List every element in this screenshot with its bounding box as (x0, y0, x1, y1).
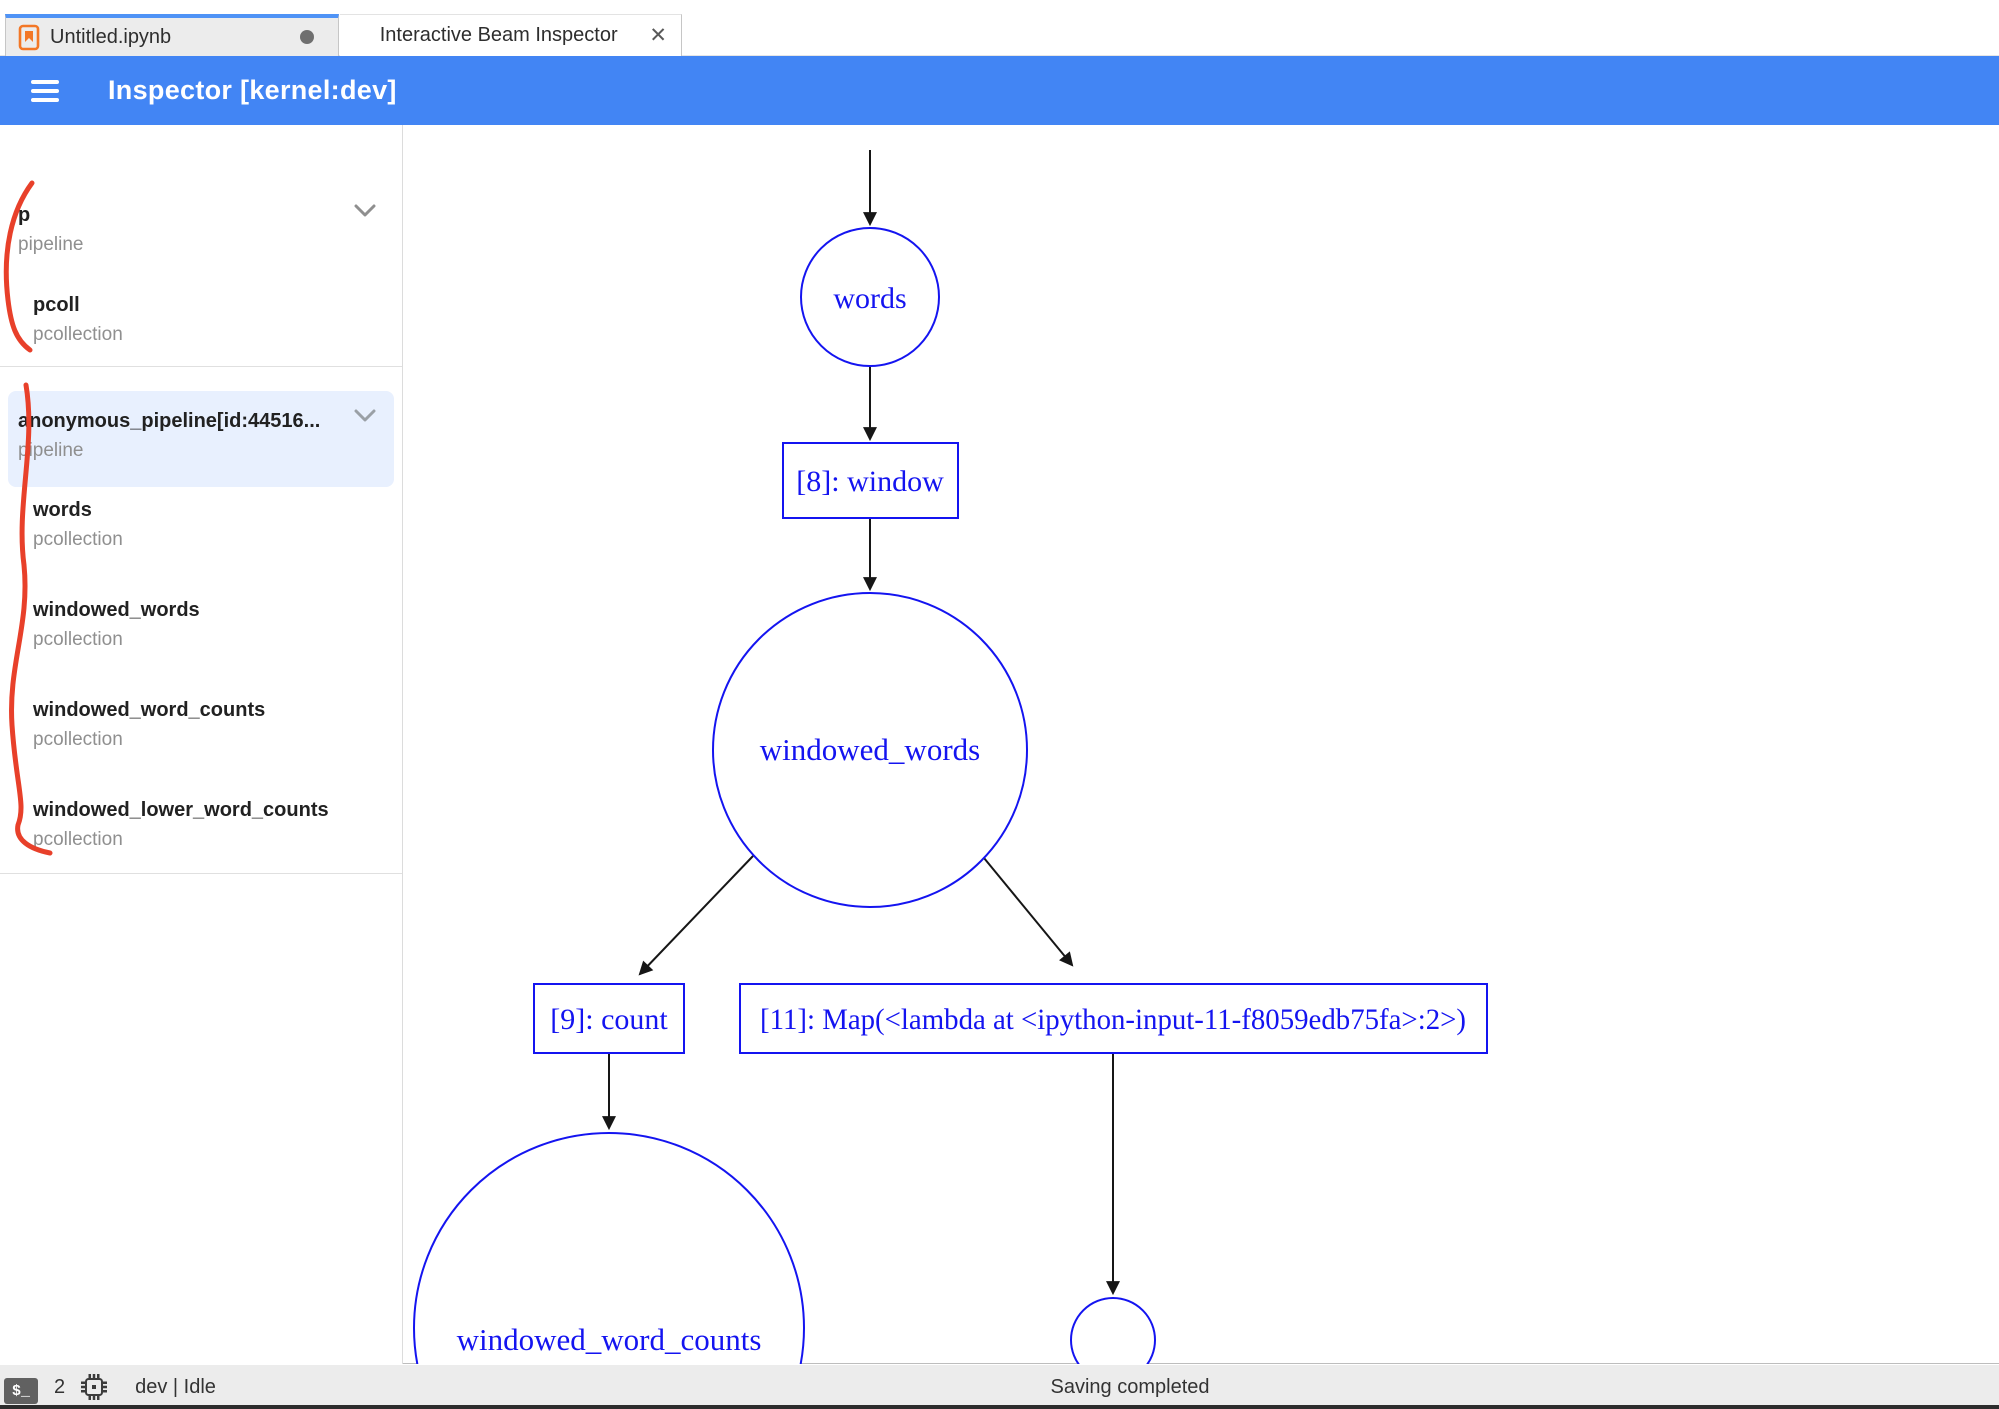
save-status-message: Saving completed (1050, 1375, 1210, 1398)
sidebar-item-type: pipeline (18, 440, 84, 461)
chevron-down-icon[interactable] (354, 409, 376, 423)
close-icon[interactable]: ✕ (649, 24, 667, 47)
sidebar-item-type: pipeline (18, 234, 84, 255)
sidebar-item-label: pcoll (33, 294, 80, 316)
sidebar-item-windowed-lower-word-counts[interactable]: windowed_lower_word_counts pcollection (0, 795, 402, 855)
node-windowed-words-label: windowed_words (760, 732, 980, 767)
pipeline-group-p: p pipeline pcoll pcollection (0, 125, 402, 367)
sidebar-item-windowed-words[interactable]: windowed_words pcollection (0, 595, 402, 655)
kernel-icon[interactable] (79, 1372, 109, 1402)
hamburger-menu-icon[interactable] (22, 71, 68, 111)
main-area: p pipeline pcoll pcollection anonymous_p… (0, 125, 1999, 1364)
node-words-label: words (833, 282, 906, 315)
pipeline-sidebar: p pipeline pcoll pcollection anonymous_p… (0, 125, 403, 1364)
kernel-status[interactable]: dev | Idle (135, 1375, 216, 1398)
node-windowed-word-counts-label: windowed_word_counts (457, 1322, 762, 1357)
sidebar-item-label: words (33, 499, 92, 521)
sidebar-item-p[interactable]: p pipeline (0, 200, 402, 260)
tab-bar: Untitled.ipynb Interactive Beam Inspecto… (0, 0, 1999, 56)
inspector-appbar: Inspector [kernel:dev] (0, 56, 1999, 125)
sidebar-item-type: pcollection (33, 829, 123, 850)
window-bottom-edge (0, 1405, 1999, 1409)
node-unnamed-pcollection[interactable] (1070, 1297, 1156, 1364)
sidebar-item-type: pcollection (33, 324, 123, 345)
terminal-count: 2 (54, 1375, 66, 1398)
sidebar-item-type: pcollection (33, 529, 123, 550)
notebook-icon (18, 24, 40, 50)
sidebar-item-label: anonymous_pipeline[id:44516... (18, 410, 321, 432)
node-window-transform-label: [8]: window (796, 465, 944, 498)
tab-notebook[interactable]: Untitled.ipynb (5, 14, 339, 56)
node-windowed-words[interactable] (712, 592, 1028, 908)
sidebar-item-windowed-word-counts[interactable]: windowed_word_counts pcollection (0, 695, 402, 755)
chevron-down-icon[interactable] (354, 204, 376, 218)
edge-to-map (983, 857, 1074, 967)
sidebar-item-type: pcollection (33, 729, 123, 750)
sidebar-item-words[interactable]: words pcollection (0, 495, 402, 555)
terminal-icon[interactable]: $_ (4, 1378, 38, 1404)
unsaved-dot-icon (300, 30, 314, 44)
node-count-transform[interactable] (533, 983, 685, 1054)
sidebar-item-pcoll[interactable]: pcoll pcollection (0, 290, 402, 350)
sidebar-item-label: windowed_words (33, 599, 200, 621)
node-words[interactable] (800, 227, 940, 367)
node-map-transform-label: [11]: Map(<lambda at <ipython-input-11-f… (760, 1003, 1466, 1036)
sidebar-item-label: windowed_word_counts (33, 699, 266, 721)
sidebar-item-anonymous-pipeline[interactable]: anonymous_pipeline[id:44516... pipeline (8, 391, 394, 487)
node-windowed-word-counts[interactable] (413, 1132, 805, 1364)
node-window-transform[interactable] (782, 442, 959, 519)
node-count-transform-label: [9]: count (550, 1003, 668, 1036)
page-title: Inspector [kernel:dev] (108, 75, 397, 105)
tab-inspector-label: Interactive Beam Inspector (379, 24, 618, 46)
sidebar-item-type: pcollection (33, 629, 123, 650)
pipeline-graph: words [8]: window windowed_words [9]: co… (413, 150, 1488, 1364)
status-bar: $_ 2 dev | Idle Saving completed (0, 1365, 1999, 1409)
tab-inspector[interactable]: Interactive Beam Inspector ✕ (340, 14, 682, 56)
tab-notebook-label: Untitled.ipynb (50, 25, 172, 48)
pipeline-group-anonymous: anonymous_pipeline[id:44516... pipeline … (0, 391, 402, 874)
sidebar-item-label: windowed_lower_word_counts (33, 799, 329, 821)
edge-to-count (638, 855, 754, 976)
node-map-transform[interactable] (739, 983, 1488, 1054)
sidebar-item-label: p (18, 204, 31, 226)
